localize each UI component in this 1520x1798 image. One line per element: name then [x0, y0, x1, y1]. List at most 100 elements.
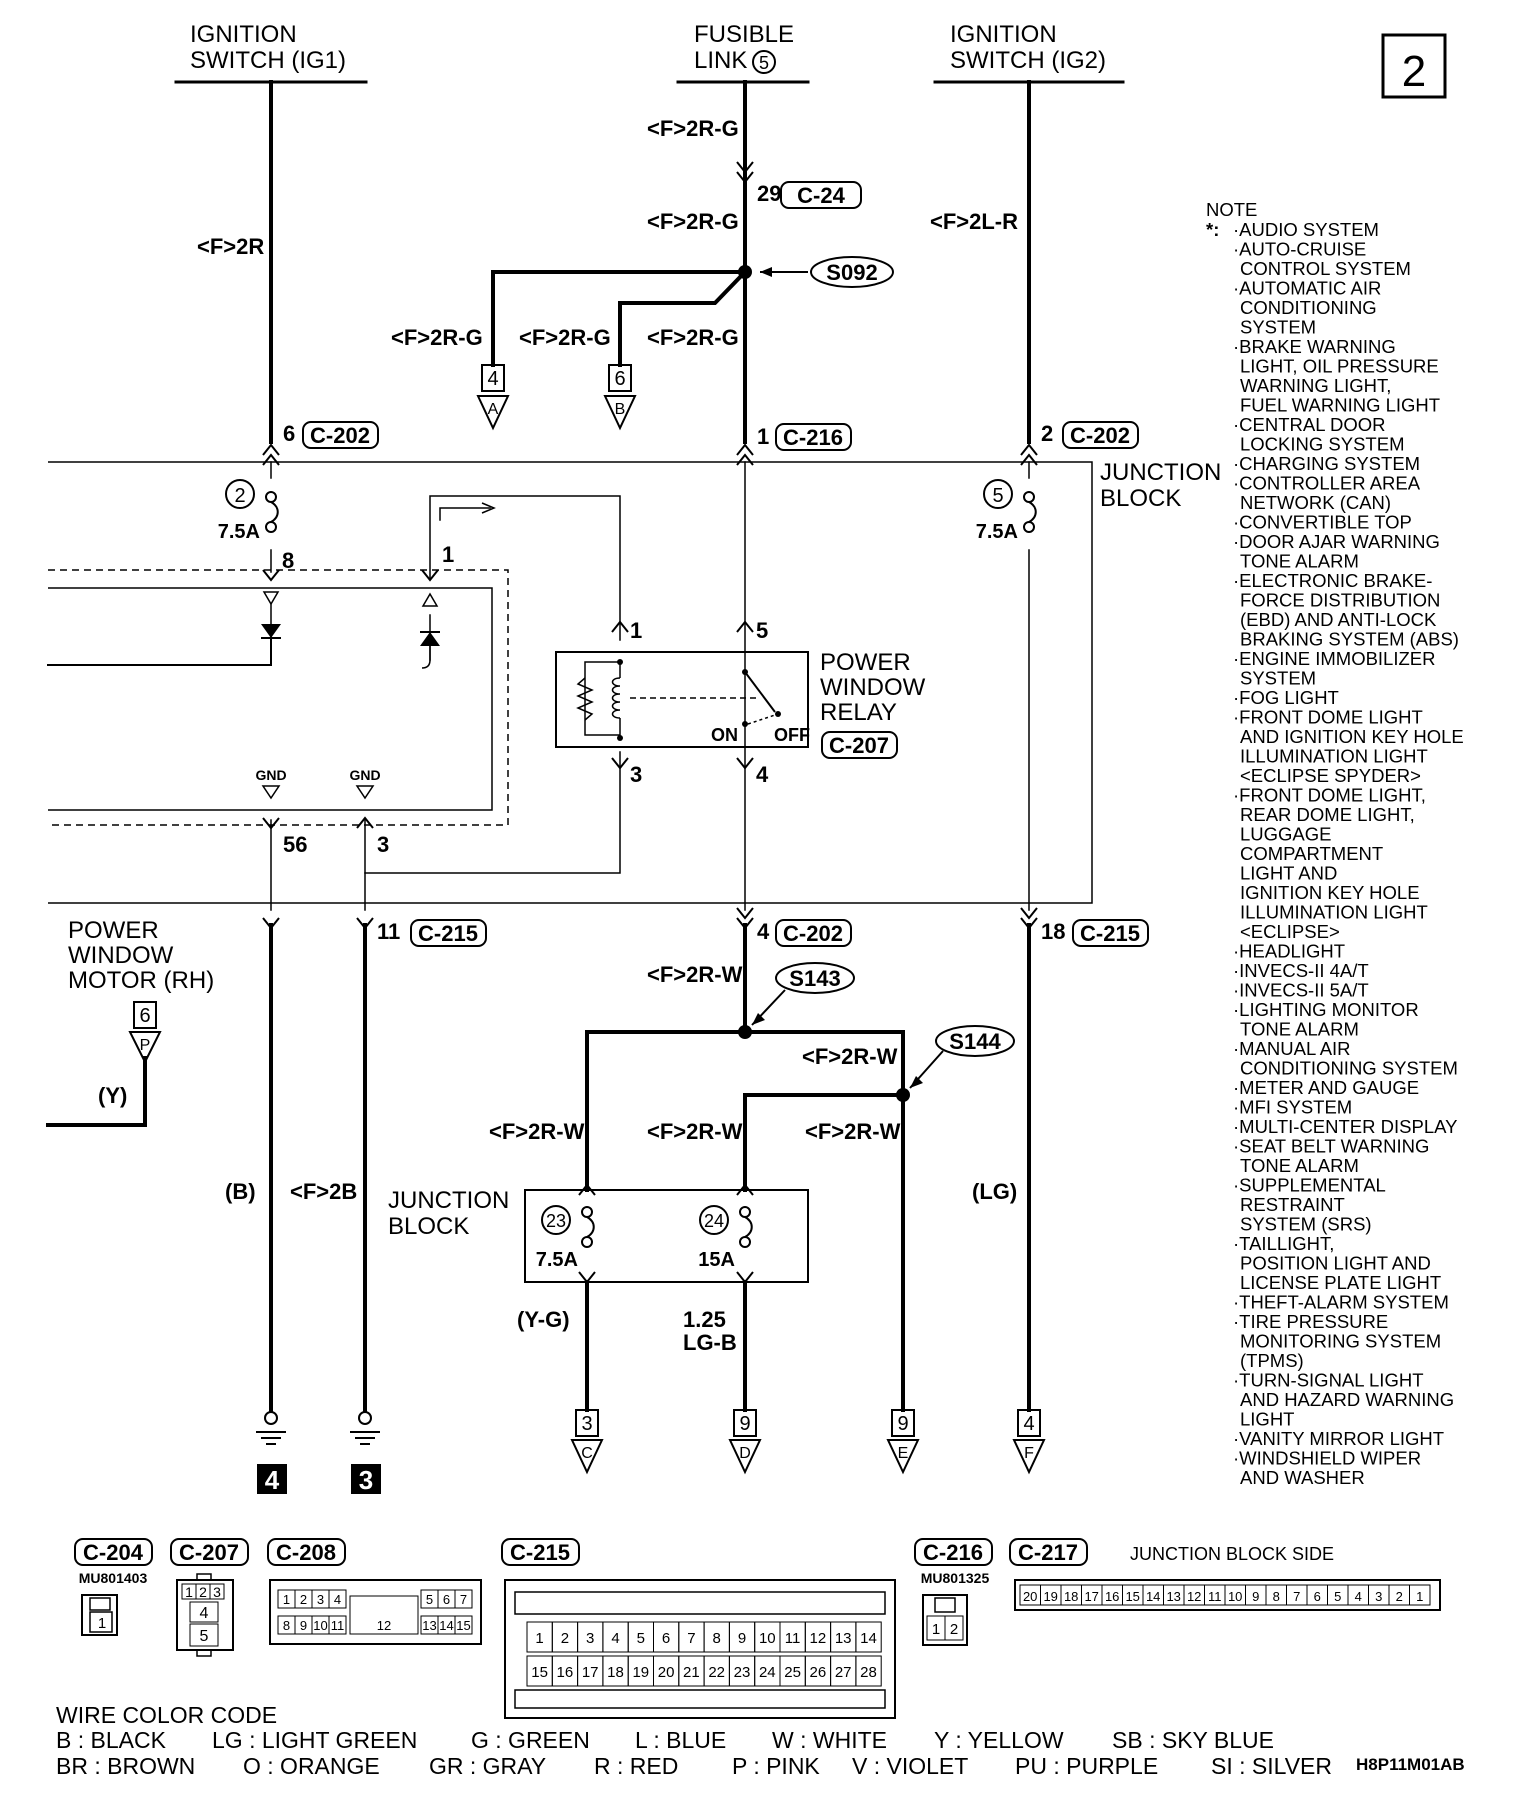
motor-label: POWER	[68, 917, 159, 944]
splice-s143-dot	[738, 1025, 752, 1039]
wire-label: (LG)	[972, 1179, 1017, 1204]
pin-label: 4	[1355, 1589, 1362, 1604]
offpage-letter: F	[1024, 1445, 1034, 1462]
color-code-item: BR : BROWN	[56, 1753, 195, 1779]
offpage-letter: B	[615, 401, 626, 418]
note-item: SYSTEM	[1240, 317, 1316, 338]
note-item: (EBD) AND ANTI-LOCK	[1240, 609, 1437, 630]
note-item: ·SUPPLEMENTAL	[1233, 1175, 1386, 1196]
pin-number: 1	[757, 424, 769, 449]
wire-label: <F>2R-G	[647, 325, 739, 350]
source-label: SWITCH (IG1)	[190, 47, 346, 74]
ground-point-number: 4	[265, 1465, 280, 1495]
pin-label: 2	[950, 1621, 958, 1638]
connector-arrows	[262, 161, 1038, 1284]
connector-view-label: C-216	[923, 1540, 983, 1565]
fuse-icon	[581, 1206, 595, 1248]
note-item: IGNITION KEY HOLE	[1240, 882, 1420, 903]
note-item: TONE ALARM	[1240, 1019, 1359, 1040]
color-code-item: PU : PURPLE	[1015, 1753, 1158, 1779]
pin-label: 25	[784, 1664, 801, 1681]
note-item: SYSTEM (SRS)	[1240, 1214, 1372, 1235]
pin-number: 4	[756, 762, 769, 787]
note-item: (TPMS)	[1240, 1350, 1304, 1371]
fuse-rating: 7.5A	[976, 521, 1018, 543]
note-item: AND HAZARD WARNING	[1240, 1389, 1454, 1410]
offpage-c: 3 C	[570, 1409, 604, 1475]
note-item: CONDITIONING SYSTEM	[1240, 1058, 1458, 1079]
note-item: <ECLIPSE>	[1240, 921, 1340, 942]
source-label: IGNITION	[950, 21, 1057, 48]
note-item: LIGHT	[1240, 1409, 1294, 1430]
pin-number: 1	[630, 618, 642, 643]
connector-label: C-202	[310, 423, 370, 448]
source-label: LINK	[694, 47, 747, 74]
offpage-number: 9	[739, 1413, 750, 1435]
offpage-number: 6	[139, 1005, 150, 1027]
pin-label: 10	[1228, 1589, 1242, 1604]
offpage-number: 9	[897, 1413, 908, 1435]
pin-label: 13	[422, 1618, 436, 1633]
part-number: MU801325	[921, 1570, 990, 1586]
pin-number: 11	[377, 919, 400, 944]
pin-label: 8	[1273, 1589, 1280, 1604]
pin-label: 14	[439, 1618, 453, 1633]
pin-label: 20	[1023, 1589, 1037, 1604]
diode-icon	[261, 591, 281, 639]
pin-label: 8	[713, 1630, 721, 1647]
fuse-number: 2	[234, 485, 245, 507]
color-code-item: SB : SKY BLUE	[1112, 1727, 1274, 1753]
relay-label: POWER	[820, 649, 911, 676]
sheet-number: 2	[1402, 47, 1426, 96]
pin-label: 14	[860, 1630, 877, 1647]
fuse-number: 23	[546, 1211, 566, 1231]
pin-number: 56	[283, 832, 307, 857]
pin-label: 2	[561, 1630, 569, 1647]
offpage-e: 9 E	[886, 1409, 920, 1475]
connector-label: C-207	[829, 733, 889, 758]
pin-label: 4	[611, 1630, 619, 1647]
wire-color-code-title: WIRE COLOR CODE	[56, 1702, 277, 1728]
relay-on-label: ON	[711, 725, 738, 745]
offpage-number: 4	[487, 368, 498, 390]
fuse-rating: 15A	[698, 1249, 735, 1271]
note-item: ·ELECTRONIC BRAKE-	[1233, 570, 1432, 591]
pin-label: 27	[835, 1664, 852, 1681]
wire-label: (B)	[225, 1179, 256, 1204]
pin-label: 7	[1293, 1589, 1300, 1604]
note-item: ·METER AND GAUGE	[1233, 1077, 1419, 1098]
sheet-number-box	[1381, 33, 1447, 99]
pin-label: 26	[810, 1664, 827, 1681]
pin-label: 11	[785, 1630, 801, 1647]
splice-label: S143	[789, 966, 840, 991]
pin-number: 6	[283, 421, 295, 446]
pin-label: 3	[317, 1592, 324, 1607]
relay-label: WINDOW	[820, 674, 926, 701]
note-item: ·THEFT-ALARM SYSTEM	[1233, 1292, 1449, 1313]
note-item: POSITION LIGHT AND	[1240, 1253, 1431, 1274]
pin-label: 1	[535, 1630, 543, 1647]
source-label: FUSIBLE	[694, 21, 794, 48]
pin-label: 12	[810, 1630, 827, 1647]
note-item: CONTROL SYSTEM	[1240, 258, 1411, 279]
fuse-rating: 7.5A	[536, 1249, 578, 1271]
note-item: ·ENGINE IMMOBILIZER	[1233, 648, 1436, 669]
pin-label: 15	[456, 1618, 470, 1633]
junction-block-label: BLOCK	[1100, 485, 1181, 512]
note-item: ·SEAT BELT WARNING	[1233, 1136, 1429, 1157]
pin-label: 11	[331, 1618, 345, 1633]
note-item: LICENSE PLATE LIGHT	[1240, 1272, 1441, 1293]
connector-label: C-202	[1070, 423, 1130, 448]
pin-number: 3	[377, 832, 389, 857]
pin-label: 12	[1187, 1589, 1201, 1604]
pin-label: 5	[200, 1628, 209, 1645]
note-title: NOTE	[1206, 199, 1257, 220]
motor-label: MOTOR (RH)	[68, 967, 214, 994]
pin-label: 16	[557, 1664, 574, 1681]
note-item: LOCKING SYSTEM	[1240, 434, 1404, 455]
color-code-item: GR : GRAY	[429, 1753, 546, 1779]
color-code-item: LG : LIGHT GREEN	[212, 1727, 417, 1753]
fusible-link-number: 5	[759, 53, 769, 73]
pin-label: 17	[582, 1664, 599, 1681]
gnd-label: GND	[349, 767, 380, 783]
